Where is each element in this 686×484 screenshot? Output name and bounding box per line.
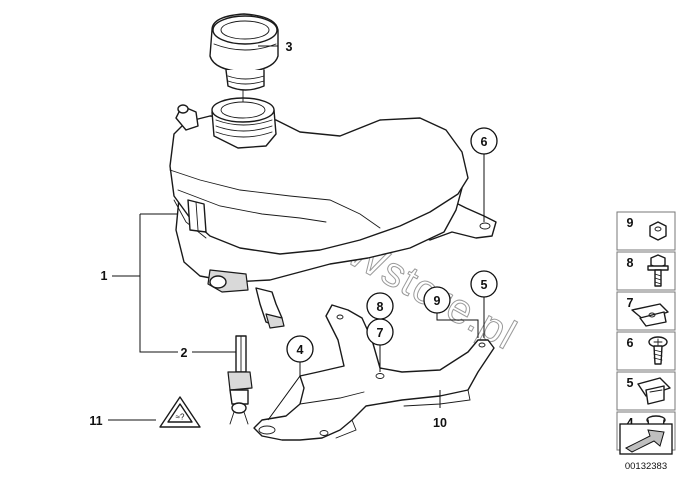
level-sensor [227, 335, 253, 425]
svg-text:5: 5 [481, 278, 488, 292]
side-item-7[interactable]: 7 [616, 291, 676, 331]
svg-text:9: 9 [434, 294, 441, 308]
svg-text:5: 5 [627, 376, 634, 390]
mounting-bracket [253, 304, 495, 441]
hot-coolant-warning-icon: ≈? [159, 396, 201, 428]
leader-lines [108, 45, 485, 421]
callout-10: 10 [433, 416, 447, 430]
side-item-6[interactable]: 6 [616, 331, 676, 371]
svg-text:9: 9 [627, 216, 634, 230]
callout-labels: 1 2 3 11 10 [89, 40, 447, 430]
callout-9: 9 [423, 286, 451, 314]
side-panel: 9 8 7 [616, 211, 676, 472]
next-diagram-arrow-icon[interactable] [619, 423, 673, 455]
svg-text:8: 8 [377, 300, 384, 314]
callout-4: 4 [286, 335, 314, 363]
callout-11: 11 [89, 414, 102, 428]
expansion-tank [169, 97, 469, 329]
callout-8: 8 [366, 292, 394, 320]
svg-text:4: 4 [297, 343, 304, 357]
callout-2: 2 [181, 346, 188, 360]
clip-nut-icon [631, 303, 669, 327]
svg-text:7: 7 [377, 326, 384, 340]
hex-bolt-icon [647, 254, 669, 287]
svg-text:7: 7 [627, 296, 634, 310]
callout-5: 5 [470, 270, 498, 298]
callout-circles: 4 5 6 7 8 9 [286, 127, 498, 363]
filler-cap [209, 13, 279, 103]
screw-icon [648, 336, 668, 365]
svg-text:6: 6 [627, 336, 634, 350]
side-item-8[interactable]: 8 [616, 251, 676, 291]
side-item-5[interactable]: 5 [616, 371, 676, 411]
side-item-9[interactable]: 9 [616, 211, 676, 251]
diagram-number: 00132383 [625, 461, 667, 472]
callout-7: 7 [366, 318, 394, 346]
callout-1: 1 [101, 269, 108, 283]
svg-text:6: 6 [481, 135, 488, 149]
svg-text:8: 8 [627, 256, 634, 270]
callout-6: 6 [470, 127, 498, 155]
svg-text:4: 4 [627, 416, 634, 430]
svg-text:≈?: ≈? [176, 413, 185, 422]
clamp-icon [637, 377, 671, 405]
callout-3: 3 [286, 40, 293, 54]
